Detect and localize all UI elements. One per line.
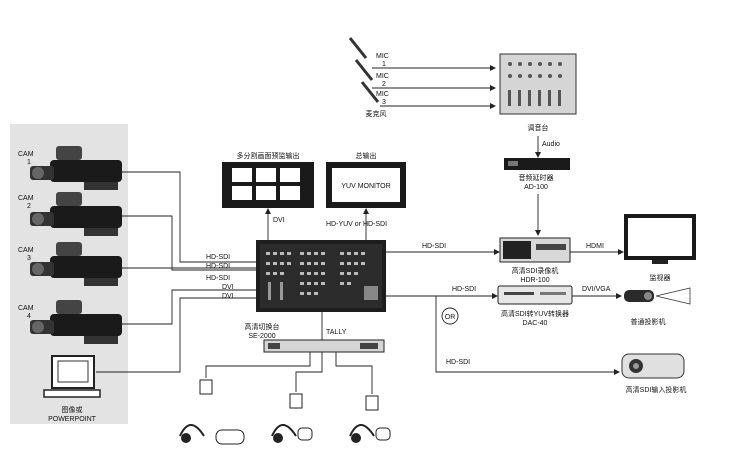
mic-1-label: MIC: [376, 53, 389, 60]
computer-icon: [43, 355, 101, 398]
audio-delay: 音频延时器 AD-100: [504, 158, 570, 236]
input-label-1: HD-SDI: [206, 254, 230, 261]
cam-2-number: 2: [27, 203, 31, 210]
camera-icon: [30, 242, 122, 286]
cam-3-label: CAM: [18, 247, 34, 254]
input-label-2: HD-SDI: [206, 263, 230, 270]
mic-2-label: MIC: [376, 73, 389, 80]
or-branch: OR HD-SDI: [435, 296, 620, 375]
switcher: 高清切换台 SE-2000: [245, 240, 386, 340]
camera-1: CAM 1: [18, 146, 122, 190]
microphone-icon: [348, 37, 380, 103]
projector-hd-caption: 高清SDI输入投影机: [626, 385, 687, 394]
headset-icon: [179, 424, 391, 445]
projector-small: 普通投影机: [624, 287, 691, 326]
camera-4: CAM 4: [18, 300, 122, 344]
input-label-4: DVI: [222, 284, 234, 291]
yuv-monitor-text: YUV MONITOR: [341, 183, 390, 190]
mics-caption: 麦克风: [366, 109, 387, 118]
mixer-caption: 调音台: [528, 123, 549, 132]
computer: 图像或 POWERPOINT: [43, 355, 101, 423]
mixer: 调音台 Audio: [499, 53, 577, 158]
cam-1-label: CAM: [18, 151, 34, 158]
main-out-caption: 总输出: [356, 151, 377, 160]
input-label-5: DVI: [222, 293, 234, 300]
projector-icon: [624, 287, 691, 305]
monitor-icon: [222, 162, 314, 208]
main-out-monitor: 总输出 YUV MONITOR HD-YUV or HD-SDI: [326, 151, 406, 240]
recorder-caption-1: 高清SDI录像机: [512, 266, 559, 275]
audio-delay-caption-2: AD-100: [524, 184, 548, 191]
projector-hd: 高清SDI输入投影机: [621, 353, 687, 394]
tally-unit-icon: [263, 339, 385, 353]
recorder-caption-2: HDR-100: [520, 277, 549, 284]
mic-3-label: MIC: [376, 91, 389, 98]
input-wires: [96, 171, 256, 373]
audio-delay-icon: [504, 158, 570, 170]
audio-delay-caption-1: 音频延时器: [519, 173, 554, 182]
multiview-caption: 多分割画面预监输出: [237, 151, 300, 160]
mic-3-number: 3: [382, 99, 386, 106]
input-labels: HD-SDI HD-SDI HD-SDI DVI DVI: [206, 254, 234, 300]
recorder: HD-SDI 高清SDI录像机 HDR-100 HDMI: [386, 237, 624, 284]
cam-3-number: 3: [27, 255, 31, 262]
recorder-link-in: HD-SDI: [422, 243, 446, 250]
recorder-link-out: HDMI: [586, 243, 604, 250]
monitor-icon: [326, 162, 406, 208]
converter-caption-2: DAC-40: [523, 320, 548, 327]
tally: TALLY: [179, 312, 391, 445]
mixer-icon: [499, 53, 577, 115]
projector-hd-link: HD-SDI: [446, 359, 470, 366]
cam-4-label: CAM: [18, 305, 34, 312]
mic-1-number: 1: [382, 61, 386, 68]
audio-label: Audio: [542, 141, 560, 148]
or-label: OR: [445, 314, 456, 321]
camera-2: CAM 2: [18, 192, 122, 236]
switcher-caption-2: SE-2000: [248, 333, 275, 340]
input-label-3: HD-SDI: [206, 275, 230, 282]
or-circle: [441, 307, 459, 325]
converter-link-in: HD-SDI: [452, 286, 476, 293]
converter-caption-1: 高清SDI转YUV转换器: [501, 309, 569, 318]
cam-4-number: 4: [27, 313, 31, 320]
switcher-icon: [256, 240, 386, 312]
converter-icon: [497, 285, 573, 305]
beltpack-icon: [199, 379, 379, 411]
converter-link-out: DVI/VGA: [582, 286, 611, 293]
camera-3: CAM 3: [18, 242, 122, 286]
recorder-icon: [499, 237, 571, 263]
switcher-caption-1: 高清切换台: [245, 322, 280, 331]
mics: MIC 1 MIC 2 MIC 3 麦克风: [348, 37, 496, 118]
monitor-caption: 监视器: [650, 273, 671, 282]
camera-icon: [30, 300, 122, 344]
multiview-link: DVI: [273, 217, 285, 224]
tally-label: TALLY: [326, 329, 347, 336]
computer-caption-2: POWERPOINT: [48, 416, 97, 423]
monitor-icon: [624, 214, 696, 264]
projector-small-caption: 普通投影机: [631, 317, 666, 326]
camera-icon: [30, 192, 122, 236]
camera-icon: [30, 146, 122, 190]
projector-icon: [621, 353, 685, 379]
converter: HD-SDI 高清SDI转YUV转换器 DAC-40 DVI/VGA: [386, 285, 622, 327]
mic-2-number: 2: [382, 81, 386, 88]
computer-caption-1: 图像或: [62, 405, 83, 414]
monitor: 监视器: [624, 214, 696, 282]
cam-2-label: CAM: [18, 195, 34, 202]
cam-1-number: 1: [27, 159, 31, 166]
multiview-monitor: 多分割画面预监输出 DVI: [222, 151, 314, 240]
main-out-link: HD-YUV or HD-SDI: [326, 221, 387, 228]
